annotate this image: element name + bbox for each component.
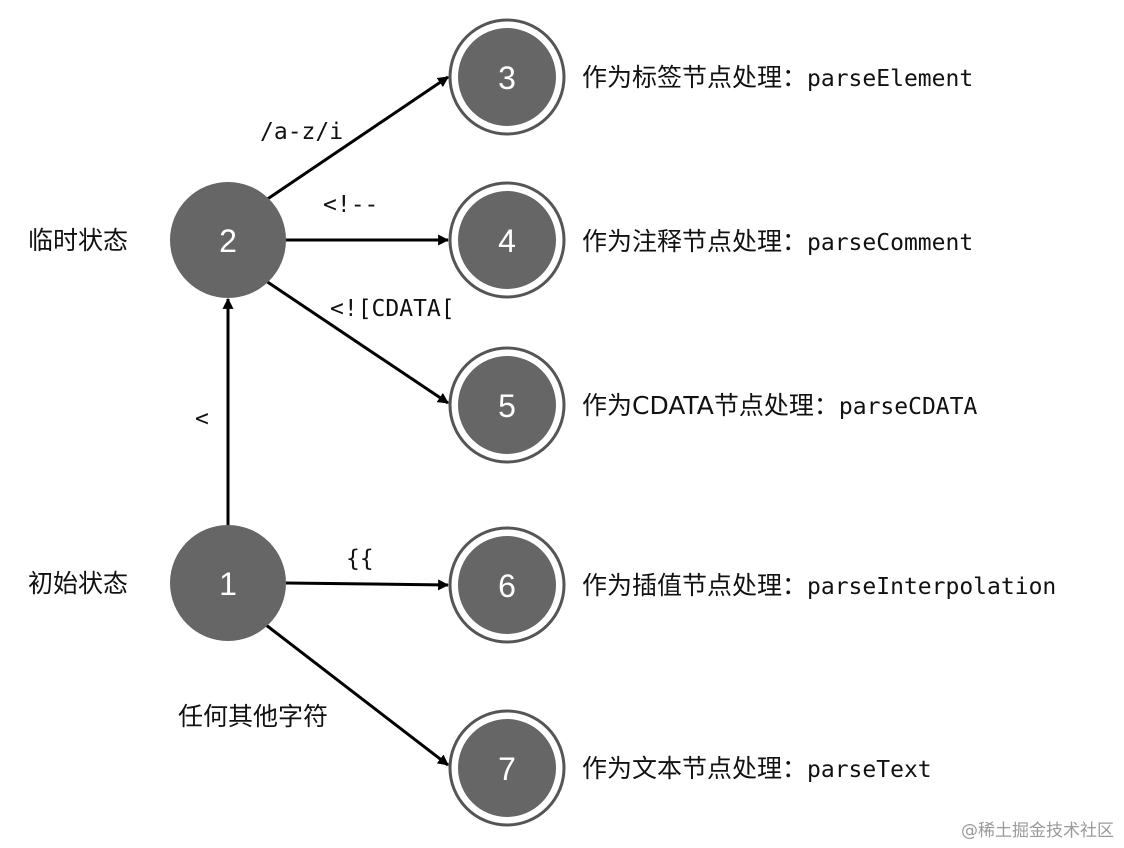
edge-label-1-6: {{ <box>346 546 374 572</box>
state-func-name: parseElement <box>807 66 973 92</box>
state-number: 3 <box>498 60 516 96</box>
state-number: 2 <box>219 223 237 259</box>
state-desc-text: 作为注释节点处理： <box>582 227 807 256</box>
state-node-1: 1 <box>170 525 286 641</box>
state-label-2: 临时状态 <box>28 226 128 255</box>
state-desc-text: 作为插值节点处理： <box>582 571 807 600</box>
state-node-7: 7 <box>448 709 566 827</box>
state-func-name: parseComment <box>807 230 973 256</box>
state-label-1: 初始状态 <box>28 569 128 598</box>
state-desc-7: 作为文本节点处理：parseText <box>582 754 932 783</box>
edge-1-to-6 <box>285 579 450 591</box>
state-func-name: parseCDATA <box>839 394 978 420</box>
state-number: 1 <box>219 566 237 602</box>
edge-1-to-7 <box>265 623 449 767</box>
state-func-name: parseText <box>807 757 932 783</box>
edge-label-1-2: < <box>195 406 209 432</box>
state-desc-text: 作为标签节点处理： <box>582 63 807 92</box>
state-func-name: parseInterpolation <box>807 574 1056 600</box>
state-desc-text: 作为CDATA节点处理： <box>582 391 839 420</box>
state-node-5: 5 <box>448 346 566 464</box>
edge-label-1-7: 任何其他字符 <box>178 702 328 731</box>
state-node-3: 3 <box>448 18 566 136</box>
state-number: 7 <box>498 751 516 787</box>
state-number: 6 <box>498 568 516 604</box>
edge-label-2-5: <![CDATA[ <box>330 296 455 322</box>
edge-label-2-3: /a-z/i <box>260 119 343 145</box>
state-desc-text: 作为文本节点处理： <box>582 754 807 783</box>
edge-2-to-5 <box>265 279 449 405</box>
state-number: 4 <box>498 223 516 259</box>
state-desc-4: 作为注释节点处理：parseComment <box>582 227 973 256</box>
state-desc-6: 作为插值节点处理：parseInterpolation <box>582 571 1056 600</box>
state-desc-3: 作为标签节点处理：parseElement <box>582 63 973 92</box>
edge-2-to-3 <box>265 75 449 202</box>
state-number: 5 <box>498 388 516 424</box>
state-node-4: 4 <box>448 181 566 299</box>
state-node-2: 2 <box>170 182 286 298</box>
edge-label-2-4: <!-- <box>323 192 378 218</box>
state-node-6: 6 <box>448 526 566 644</box>
watermark: @稀土掘金技术社区 <box>961 821 1114 841</box>
state-desc-5: 作为CDATA节点处理：parseCDATA <box>582 391 977 420</box>
